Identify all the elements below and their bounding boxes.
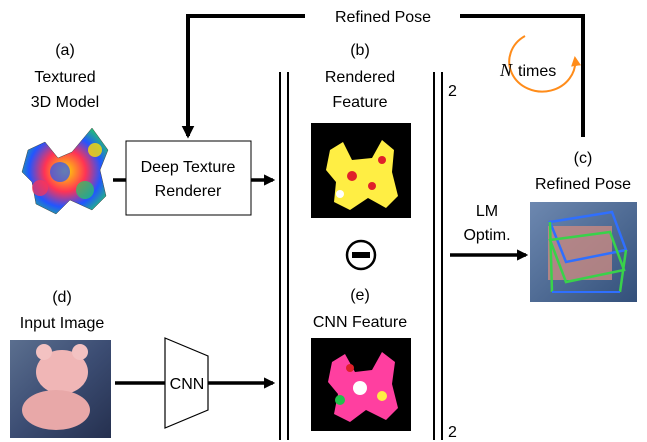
textured-model-label-1: Textured (34, 69, 95, 86)
feature-spot (336, 190, 344, 198)
textured-model-tag: (a) (55, 42, 75, 59)
minus-operator (345, 239, 377, 271)
textured-3d-model: (a) Textured 3D Model (21, 42, 109, 215)
model-texture-spot (76, 181, 94, 199)
iteration-count: N (499, 60, 513, 80)
refined-pose: (c) Refined Pose (530, 150, 637, 302)
feature-spot (353, 381, 367, 395)
feature-spot (368, 182, 376, 190)
iteration-suffix: times (518, 63, 556, 80)
photo-object-ear (36, 344, 52, 360)
feature-spot (335, 395, 345, 405)
cnn-feature-label: CNN Feature (313, 314, 407, 331)
feature-spot (347, 171, 357, 181)
photo-object-ear (72, 344, 88, 360)
norm-exponent-top: 2 (448, 83, 457, 100)
rendered-feature-tag: (b) (350, 42, 370, 59)
renderer-label-1: Deep Texture (141, 159, 236, 176)
feedback-arrow-left (181, 14, 305, 139)
renderer-label-2: Renderer (155, 183, 222, 200)
iteration-indicator: N times (499, 35, 581, 93)
cnn-feature: (e) CNN Feature (311, 287, 411, 431)
model-texture-spot (88, 143, 102, 157)
textured-model-label-2: 3D Model (31, 94, 99, 111)
feature-spot (346, 364, 354, 372)
rendered-feature-label-1: Rendered (325, 69, 395, 86)
optimizer-label-2: Optim. (463, 227, 510, 244)
input-image-label: Input Image (20, 315, 105, 332)
cnn-feature-tag: (e) (350, 287, 370, 304)
norm-right-bars (433, 72, 443, 440)
cnn-block: CNN (164, 337, 209, 429)
optimizer-label-1: LM (476, 203, 498, 220)
model-texture-spot (32, 180, 48, 196)
deep-texture-renderer: Deep Texture Renderer (125, 140, 252, 216)
refined-pose-feedback-loop: Refined Pose (181, 9, 585, 139)
feature-spot (377, 391, 387, 401)
refined-pose-tag: (c) (574, 150, 593, 167)
input-image: (d) Input Image (10, 289, 111, 438)
feature-spot (378, 156, 386, 164)
feedback-line-right (460, 14, 585, 137)
minus-bar (352, 252, 370, 258)
input-image-tag: (d) (52, 289, 72, 306)
norm-left-bars (279, 72, 289, 440)
pose-box-edge (618, 249, 628, 293)
rendered-feature: (b) Rendered Feature (311, 42, 411, 218)
cnn-label: CNN (170, 376, 205, 393)
lm-optimizer: LM Optim. (450, 203, 529, 261)
cnn-trapezoid (164, 337, 209, 429)
refined-pose-label: Refined Pose (535, 176, 631, 193)
norm-exponent-bottom: 2 (448, 424, 457, 441)
photo-object-head (36, 350, 88, 394)
renderer-box (125, 140, 252, 216)
model-texture-spot (50, 162, 70, 182)
pose-box-edge (548, 221, 554, 293)
rendered-feature-label-2: Feature (332, 94, 387, 111)
feedback-label: Refined Pose (335, 9, 431, 26)
photo-object-body (22, 390, 90, 430)
loop-icon (508, 35, 581, 93)
